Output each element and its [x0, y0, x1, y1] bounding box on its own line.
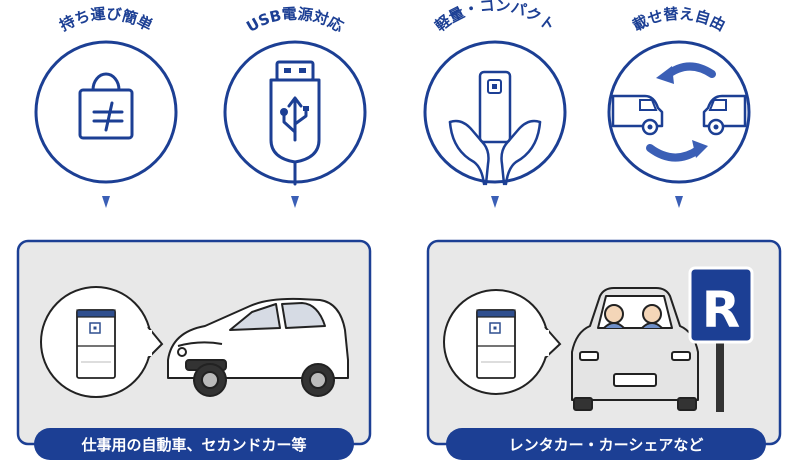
shopping-bag-icon: [78, 72, 134, 140]
usb-plug-icon: [269, 60, 321, 186]
use-case-label: レンタカー・カーシェアなど: [509, 436, 704, 454]
down-arrow-icon: [102, 196, 110, 208]
feature-label: 持ち運び簡単: [57, 5, 156, 35]
caption-pill: [34, 428, 354, 460]
car-swap-icon: [611, 62, 747, 162]
svg-text:軽量・コンパクト: 軽量・コンパクト: [432, 0, 559, 35]
compact-car-icon: [167, 297, 349, 397]
use-case-panel-rental-car: R レンタカー・カーシェアなど: [426, 239, 782, 460]
rental-car-icon: [571, 287, 699, 411]
parking-sign-letter: R: [702, 281, 741, 339]
feature-compact: 軽量・コンパクト: [423, 0, 567, 208]
device-bubble: [40, 286, 164, 398]
down-arrow-icon: [675, 196, 683, 208]
parking-sign-icon: R: [688, 266, 754, 412]
feature-swap: 載せ替え自由: [607, 5, 751, 208]
device-bubble: [443, 289, 562, 395]
svg-text:持ち運び簡単: 持ち運び簡単: [57, 5, 156, 35]
use-case-label: 仕事用の自動車、セカンドカー等: [80, 436, 306, 454]
feature-label: USB電源対応: [243, 5, 346, 36]
use-case-panel-company-car: 仕事用の自動車、セカンドカー等: [16, 239, 372, 460]
down-arrow-icon: [491, 196, 499, 208]
feature-label: 軽量・コンパクト: [432, 0, 559, 35]
svg-text:USB電源対応: USB電源対応: [243, 5, 346, 36]
hands-holding-device-icon: [448, 70, 542, 186]
feature-carry: 持ち運び簡単: [34, 5, 178, 208]
svg-text:載せ替え自由: 載せ替え自由: [630, 5, 729, 35]
feature-usb: USB電源対応: [223, 5, 367, 208]
feature-label: 載せ替え自由: [630, 5, 729, 35]
caption-pill: [446, 428, 766, 460]
down-arrow-icon: [291, 196, 299, 208]
